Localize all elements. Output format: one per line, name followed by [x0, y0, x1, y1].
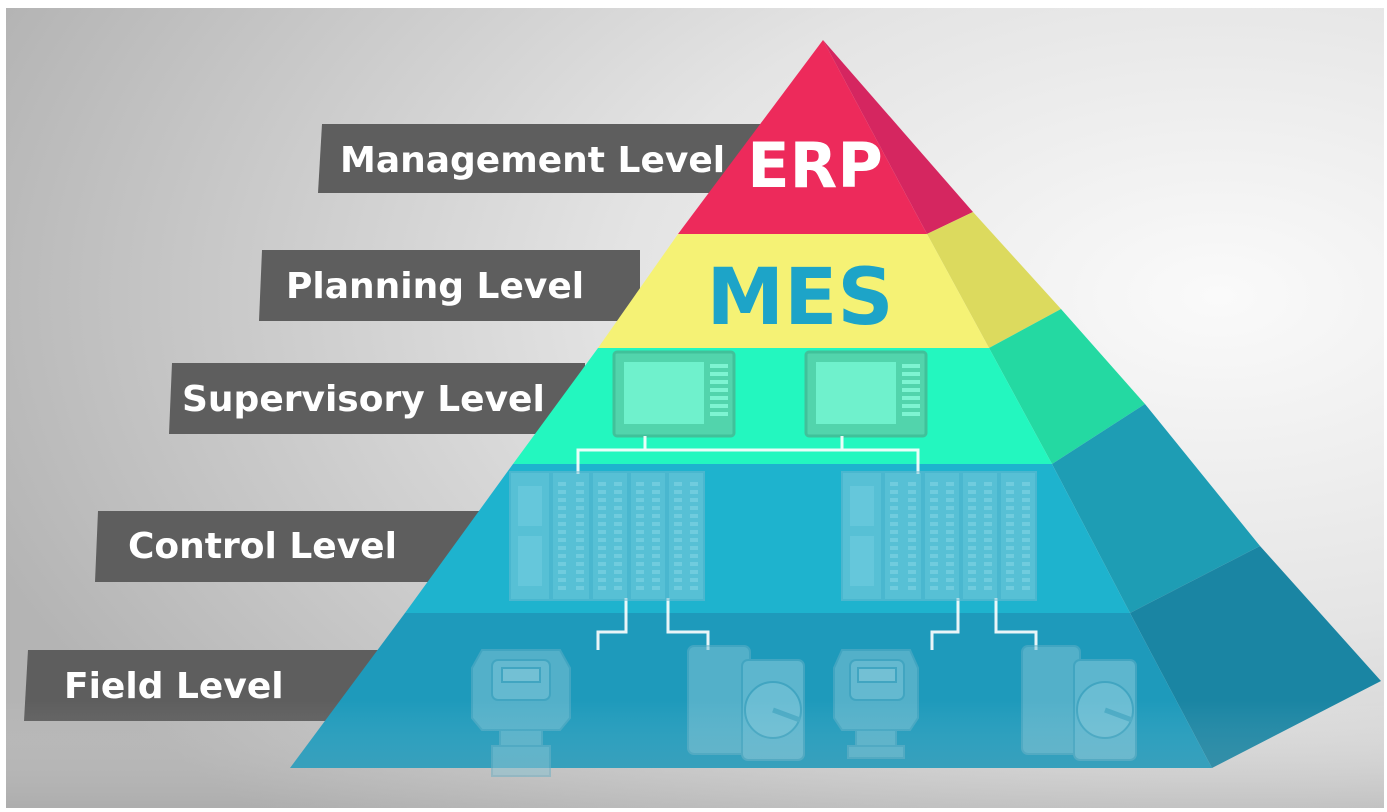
front-face-supervisory	[513, 348, 1052, 464]
plc-rack-icon	[841, 471, 1037, 601]
hmi-panels	[612, 350, 928, 438]
label-control: Control Level	[128, 526, 397, 567]
level-labels: Management Level Planning Level Supervis…	[64, 140, 725, 707]
mes-system-label: MES	[706, 253, 893, 343]
plc-rack-icon	[509, 471, 705, 601]
side-face-supervisory	[989, 309, 1145, 464]
label-planning: Planning Level	[286, 266, 584, 307]
erp-system-label: ERP	[747, 129, 883, 202]
label-box-management	[318, 124, 764, 193]
label-supervisory: Supervisory Level	[182, 379, 545, 420]
label-box-planning	[259, 250, 640, 321]
hmi-panel-icon	[612, 350, 736, 438]
side-face-control	[1052, 404, 1260, 613]
network-lines	[576, 436, 1038, 650]
label-box-control	[95, 511, 520, 582]
front-face-planning	[598, 234, 989, 348]
background-bottom-shade	[6, 700, 1384, 808]
label-box-supervisory	[169, 363, 585, 434]
label-management: Management Level	[340, 140, 725, 181]
plc-racks	[509, 471, 1037, 601]
front-face-management	[678, 40, 927, 234]
side-face-management	[823, 40, 973, 234]
side-face-planning	[927, 212, 1061, 348]
hmi-panel-icon	[804, 350, 928, 438]
